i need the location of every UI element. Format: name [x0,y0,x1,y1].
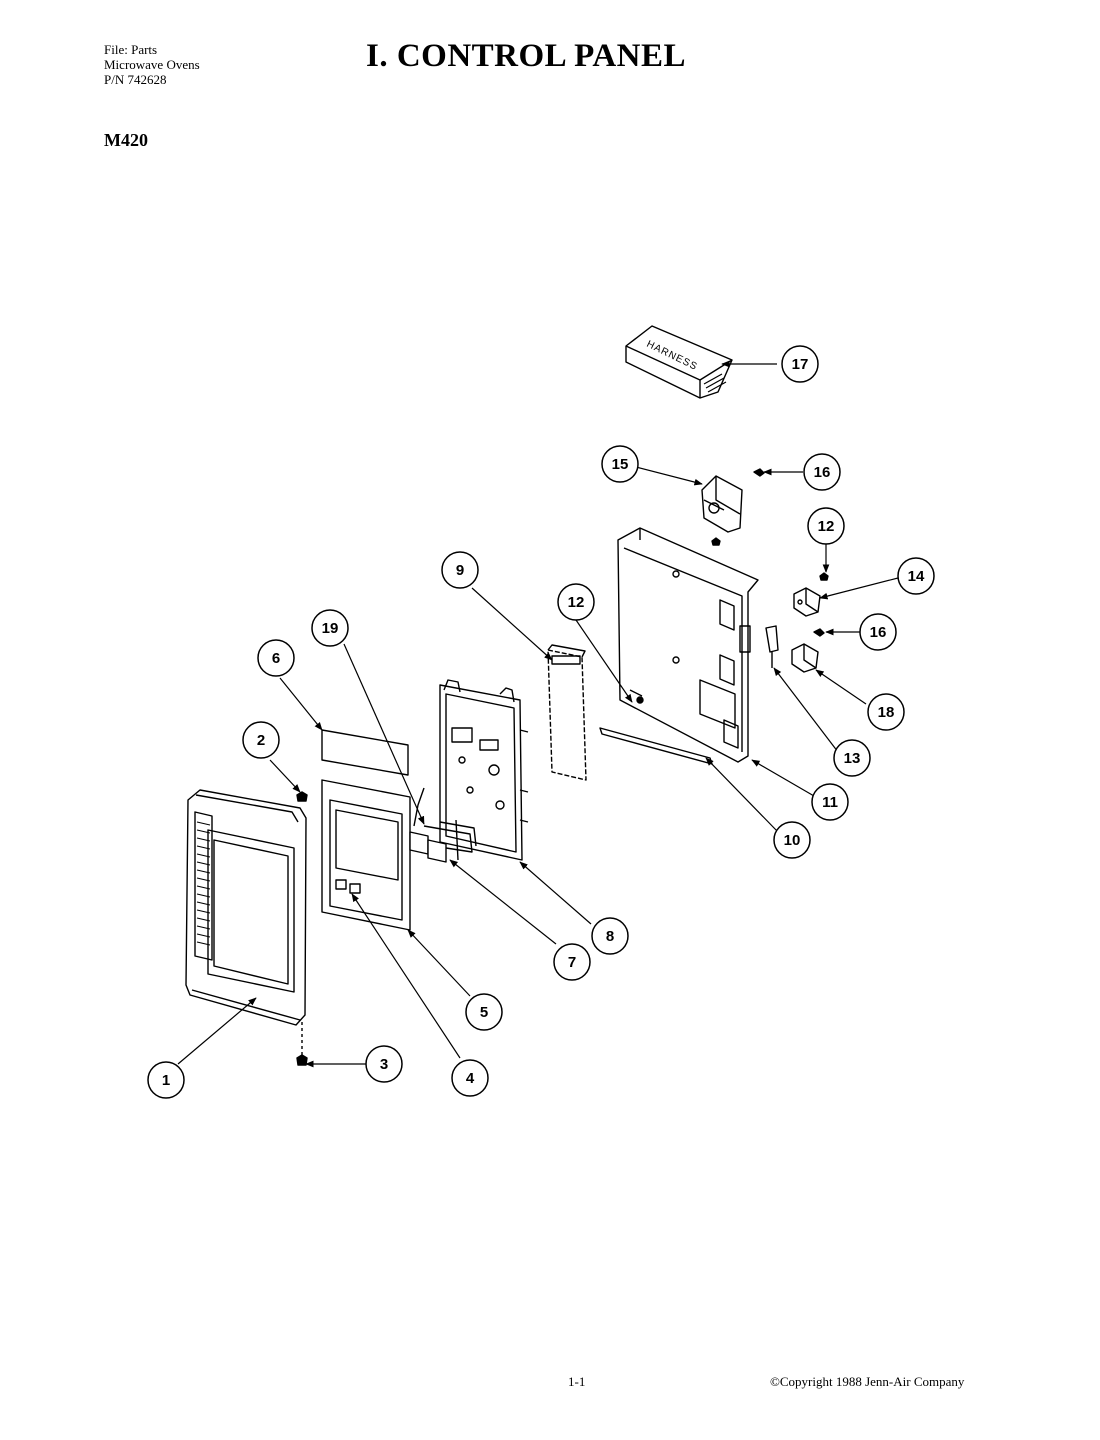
file-info: File: Parts Microwave Ovens P/N 742628 [104,42,200,87]
leader-10 [705,757,779,833]
callout-label: 7 [568,954,576,971]
callout-label: 4 [466,1070,475,1087]
part-4-touch-keys [335,879,361,894]
callout-9: 9 [441,551,479,589]
callout-13: 13 [833,739,871,777]
leader-12-left [575,619,633,703]
callout-label: 18 [878,704,895,721]
callout-label: 12 [818,518,835,535]
callout-label: 16 [814,464,831,481]
copyright: ©Copyright 1988 Jenn-Air Company [770,1374,965,1389]
leader-19 [343,643,425,825]
file-line-2: Microwave Ovens [104,57,200,72]
leader-15 [631,465,703,486]
callout-4: 4 [451,1059,489,1097]
callout-17: 17 [781,345,819,383]
leader-6 [279,677,323,731]
callout-12-b: 12 [807,507,845,545]
leader-13 [773,667,839,753]
page-title: I. CONTROL PANEL [366,38,687,74]
leader-9 [471,587,553,661]
part-9-circuit-board [547,644,587,781]
callout-15: 15 [601,445,639,483]
part-18-relay [791,643,819,673]
callout-10: 10 [773,821,811,859]
callout-label: 16 [870,624,887,641]
part-6-window-strip [321,729,409,776]
leader-8 [519,861,592,925]
callout-label: 1 [162,1072,170,1089]
leader-2 [269,759,301,793]
leader-14 [819,577,899,600]
callout-label: 12 [568,594,585,611]
callout-label: 11 [822,794,838,811]
leader-1 [177,997,257,1065]
callout-label: 3 [380,1056,388,1073]
part-16-screw-upper [753,468,765,477]
callout-label: 8 [606,928,614,945]
leader-5 [407,929,471,997]
callout-6: 6 [257,639,295,677]
page-number: 1-1 [568,1374,586,1389]
callout-19: 19 [311,609,349,647]
model-number: M420 [104,130,148,150]
part-10-strip [599,727,713,765]
part-12-screw-right [819,572,829,581]
part-14-bracket [793,587,821,617]
callout-3: 3 [365,1045,403,1083]
callout-12: 12 [557,583,595,621]
callout-label: 14 [908,568,925,585]
part-19-ribbon-cable [413,787,425,827]
file-line-3: P/N 742628 [104,72,167,87]
callout-2: 2 [242,721,280,759]
callout-label: 10 [784,832,801,849]
callout-5: 5 [465,993,503,1031]
callout-14: 14 [897,557,935,595]
callout-label: 15 [612,456,629,473]
part-8-control-board [439,679,529,861]
callout-8: 8 [591,917,629,955]
part-17-harness-box [625,325,733,399]
callout-16-b: 16 [859,613,897,651]
part-16-screw-lower [813,628,825,637]
file-line-1: File: Parts [104,42,158,57]
part-3-screw [296,1022,308,1066]
callout-11: 11 [811,783,849,821]
part-7-relay-block [409,819,477,863]
leader-7 [449,859,557,945]
callout-label: 9 [456,562,464,579]
callout-label: 19 [322,620,339,637]
callout-18: 18 [867,693,905,731]
leader-11 [751,759,815,797]
part-15-switch [701,475,743,533]
part-5-overlay-panel [321,779,411,931]
callout-7: 7 [553,943,591,981]
part-11-enclosure [617,527,759,763]
part-2-screw [296,791,308,802]
callout-label: 5 [480,1004,488,1021]
callout-16: 16 [803,453,841,491]
callout-label: 6 [272,650,280,667]
part-13-small-bracket [765,625,779,668]
leader-18 [815,669,867,705]
callout-label: 13 [844,750,861,767]
leader-4 [351,893,461,1059]
callout-label: 17 [792,356,809,373]
callout-1: 1 [147,1061,185,1099]
part-1-front-frame [185,789,307,1026]
callout-label: 2 [257,732,265,749]
